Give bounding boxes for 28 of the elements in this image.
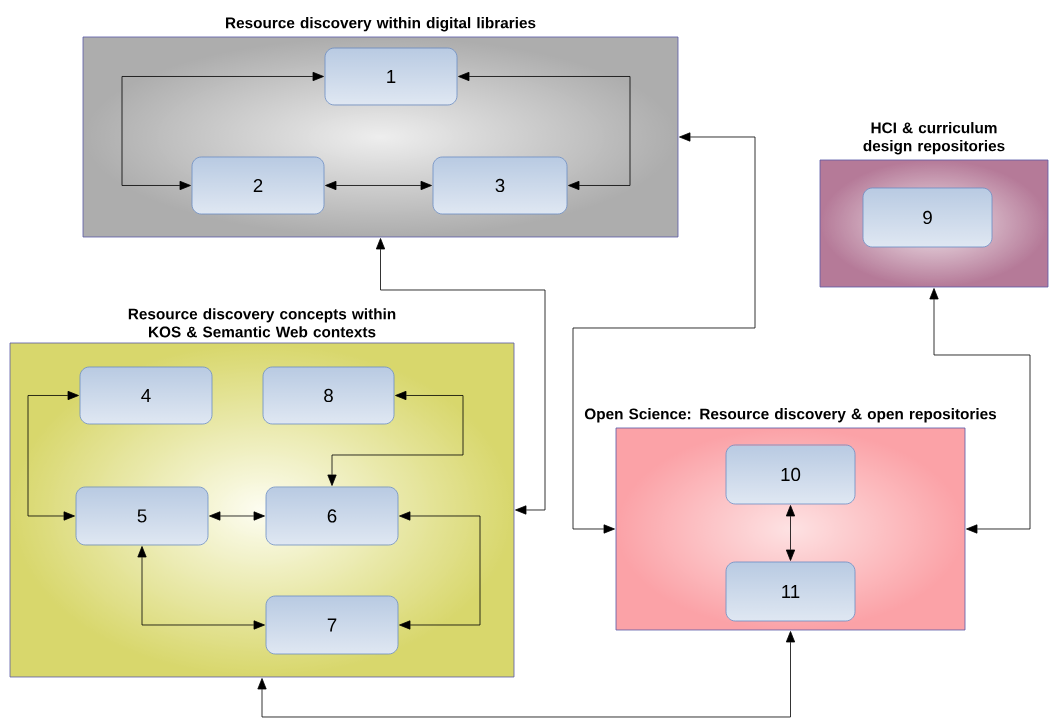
panel-heading: Resource discovery concepts within KOS & Semantic Web contexts	[128, 308, 396, 338]
process-box: 6	[265, 486, 399, 546]
panel-heading: Resource discovery within digital libraries	[226, 17, 536, 32]
arrow	[375, 238, 546, 515]
arrow	[137, 546, 265, 630]
process-box: 3	[432, 156, 568, 215]
panel-heading: HCI & curriculum design repositories	[863, 122, 1005, 155]
process-box: 11	[725, 561, 856, 622]
process-box: 9	[862, 187, 993, 248]
process-box: 2	[191, 156, 325, 215]
arrow	[121, 71, 324, 191]
arrow	[27, 390, 79, 521]
arrow	[399, 511, 481, 630]
arrow	[458, 71, 631, 191]
arrow	[572, 132, 756, 534]
arrow	[929, 288, 1031, 534]
arrow	[257, 631, 796, 718]
process-box: 8	[262, 366, 395, 425]
arrow	[785, 505, 796, 561]
process-box: 1	[324, 47, 458, 106]
process-box: 7	[265, 595, 399, 655]
arrow	[325, 180, 432, 191]
panel-heading: Open Science: Resource discovery & open repositories	[584, 408, 997, 423]
arrow	[327, 390, 464, 486]
process-box: 10	[725, 444, 856, 505]
arrow	[209, 511, 265, 521]
process-box: 4	[79, 366, 213, 425]
process-box: 5	[75, 486, 209, 546]
